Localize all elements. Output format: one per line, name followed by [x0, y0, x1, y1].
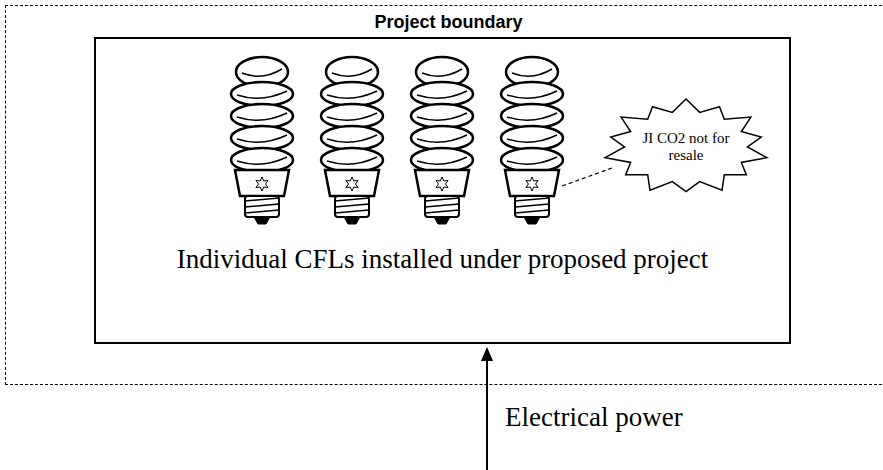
power-arrowhead [481, 347, 493, 361]
screw-thread [335, 198, 369, 201]
bulb-collar [415, 170, 469, 196]
coil-shade [507, 91, 557, 98]
coil-shade [507, 135, 557, 142]
text-holder: Individual CFLs installed under proposed… [96, 244, 789, 275]
screw-thread [515, 204, 549, 207]
spiral-coil [411, 126, 473, 150]
coil-shade [417, 113, 467, 120]
starburst-shape [605, 99, 767, 192]
coil-shade [327, 91, 377, 98]
coil-shade [417, 135, 467, 142]
leader-line [562, 168, 612, 186]
bulb-collar [235, 170, 289, 196]
coil-shade [422, 69, 462, 76]
screw-base [425, 196, 459, 217]
callout-text: JI CO2 not for resale [638, 130, 734, 165]
bulb-tip [524, 217, 540, 224]
project-box: Individual CFLs installed under proposed… [94, 37, 791, 344]
coil-shade [512, 69, 552, 76]
coil-shade [332, 69, 372, 76]
coil-shade [242, 69, 282, 76]
screw-thread [335, 210, 369, 213]
bulb-tip [254, 217, 270, 224]
screw-thread [515, 198, 549, 201]
spiral-coil [411, 148, 473, 172]
spiral-coil [501, 104, 563, 128]
spiral-coil [231, 148, 293, 172]
coil-shade [417, 91, 467, 98]
cfl-bulb [231, 57, 293, 224]
star-mark [526, 177, 538, 191]
coil-shade [507, 157, 557, 164]
star-mark [346, 177, 358, 191]
spiral-coil [321, 82, 383, 106]
coil-shade [327, 113, 377, 120]
bulb-collar [505, 170, 559, 196]
coil-shade [327, 157, 377, 164]
box-caption: Individual CFLs installed under proposed… [96, 244, 789, 275]
boundary-title: Project boundary [6, 12, 883, 33]
spiral-coil [411, 82, 473, 106]
screw-thread [425, 204, 459, 207]
spiral-coil [411, 104, 473, 128]
screw-thread [515, 210, 549, 213]
coil-shade [237, 135, 287, 142]
star-mark [256, 177, 268, 191]
spiral-coil [321, 126, 383, 150]
spiral-coil [501, 82, 563, 106]
screw-base [245, 196, 279, 217]
spiral-coil [231, 82, 293, 106]
screw-thread [245, 204, 279, 207]
power-label: Electrical power [505, 402, 683, 433]
screw-base [515, 196, 549, 217]
power-line [486, 358, 488, 470]
bulb-tip [344, 217, 360, 224]
coil-shade [237, 113, 287, 120]
coil-shade [507, 113, 557, 120]
callout-starburst: JI CO2 not for resale [601, 97, 771, 197]
spiral-coil [501, 148, 563, 172]
coil-shade [417, 157, 467, 164]
screw-thread [335, 204, 369, 207]
spiral-coil [231, 104, 293, 128]
screw-thread [245, 210, 279, 213]
screw-base [335, 196, 369, 217]
coil-shade [327, 135, 377, 142]
screw-thread [425, 210, 459, 213]
coil-shade [237, 91, 287, 98]
bulb-tip [434, 217, 450, 224]
spiral-coil [321, 104, 383, 128]
spiral-coil [231, 126, 293, 150]
cfl-bulb [411, 57, 473, 224]
spiral-coil [501, 126, 563, 150]
cfl-bulb [501, 57, 563, 224]
boundary-box: Project boundaryIndividual CFLs installe… [5, 5, 883, 385]
text-holder: Project boundary [6, 12, 883, 33]
bulb-collar [325, 170, 379, 196]
screw-thread [425, 198, 459, 201]
screw-thread [245, 198, 279, 201]
cfl-bulb [321, 57, 383, 224]
text-holder: JI CO2 not for resale [638, 130, 734, 165]
coil-shade [237, 157, 287, 164]
star-mark [436, 177, 448, 191]
spiral-coil [321, 148, 383, 172]
